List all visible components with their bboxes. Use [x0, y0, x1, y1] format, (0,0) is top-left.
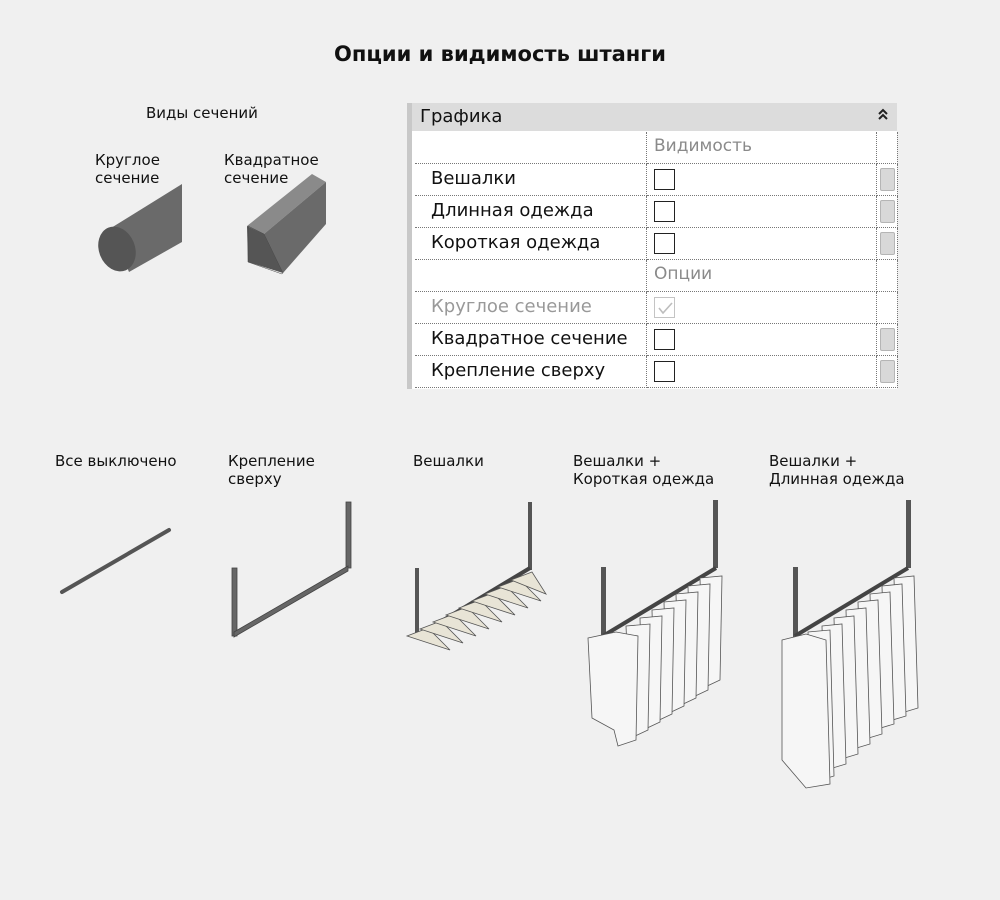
short-clothes-checkbox[interactable] — [654, 233, 675, 254]
square-section-label: Квадратное сечение — [224, 151, 319, 187]
variant-label-hangers: Вешалки — [413, 452, 484, 470]
round-section-label: Круглое сечение — [95, 151, 160, 187]
associate-parameter-button[interactable] — [880, 360, 895, 383]
associate-parameter-button[interactable] — [880, 168, 895, 191]
long-clothes-checkbox[interactable] — [654, 201, 675, 222]
property-row-top-mount: Крепление сверху — [412, 356, 898, 388]
property-row-round-section: Круглое сечение — [412, 292, 898, 324]
property-label: Крепление сверху — [431, 360, 606, 381]
property-row-short-clothes: Короткая одежда — [412, 228, 898, 260]
variant-label-all-off: Все выключено — [55, 452, 177, 470]
top-mount-rod — [231, 501, 352, 638]
hangers-illustration — [405, 502, 548, 651]
associate-parameter-button[interactable] — [880, 328, 895, 351]
property-row-hangers: Вешалки — [412, 164, 898, 196]
bare-rod — [60, 528, 171, 594]
associate-parameter-button[interactable] — [880, 200, 895, 223]
group-row-options: Опции — [412, 260, 898, 292]
graphics-group-header[interactable]: Графика — [412, 103, 897, 131]
section-views-heading: Виды сечений — [146, 104, 258, 122]
group-row-visibility: Видимость — [412, 132, 898, 164]
square-section-checkbox[interactable] — [654, 329, 675, 350]
check-icon — [658, 302, 673, 315]
page-title: Опции и видимость штанги — [333, 42, 666, 66]
round-section-checkbox — [654, 297, 675, 318]
graphics-group-title: Графика — [420, 106, 503, 127]
property-row-long-clothes: Длинная одежда — [412, 196, 898, 228]
group-label-options: Опции — [654, 264, 713, 284]
long-clothes-illustration — [781, 500, 919, 789]
variant-label-top-mount: Крепление сверху — [228, 452, 315, 488]
properties-panel: Графика Видимость Вешалки Длинная одежда… — [407, 103, 898, 389]
property-label: Квадратное сечение — [431, 328, 628, 349]
hangers-checkbox[interactable] — [654, 169, 675, 190]
variant-label-hangers-short: Вешалки + Короткая одежда — [573, 452, 715, 488]
property-label: Вешалки — [431, 168, 516, 189]
short-clothes-illustration — [587, 500, 723, 747]
group-label-visibility: Видимость — [654, 136, 753, 156]
property-row-square-section: Квадратное сечение — [412, 324, 898, 356]
round-rod-illustration — [98, 184, 182, 272]
property-label: Короткая одежда — [431, 232, 601, 253]
property-label: Круглое сечение — [431, 296, 592, 317]
property-label: Длинная одежда — [431, 200, 594, 221]
associate-parameter-button[interactable] — [880, 232, 895, 255]
double-chevron-up-icon[interactable] — [877, 106, 889, 126]
variant-label-hangers-long: Вешалки + Длинная одежда — [769, 452, 905, 488]
top-mount-checkbox[interactable] — [654, 361, 675, 382]
square-rod-illustration — [247, 174, 326, 275]
